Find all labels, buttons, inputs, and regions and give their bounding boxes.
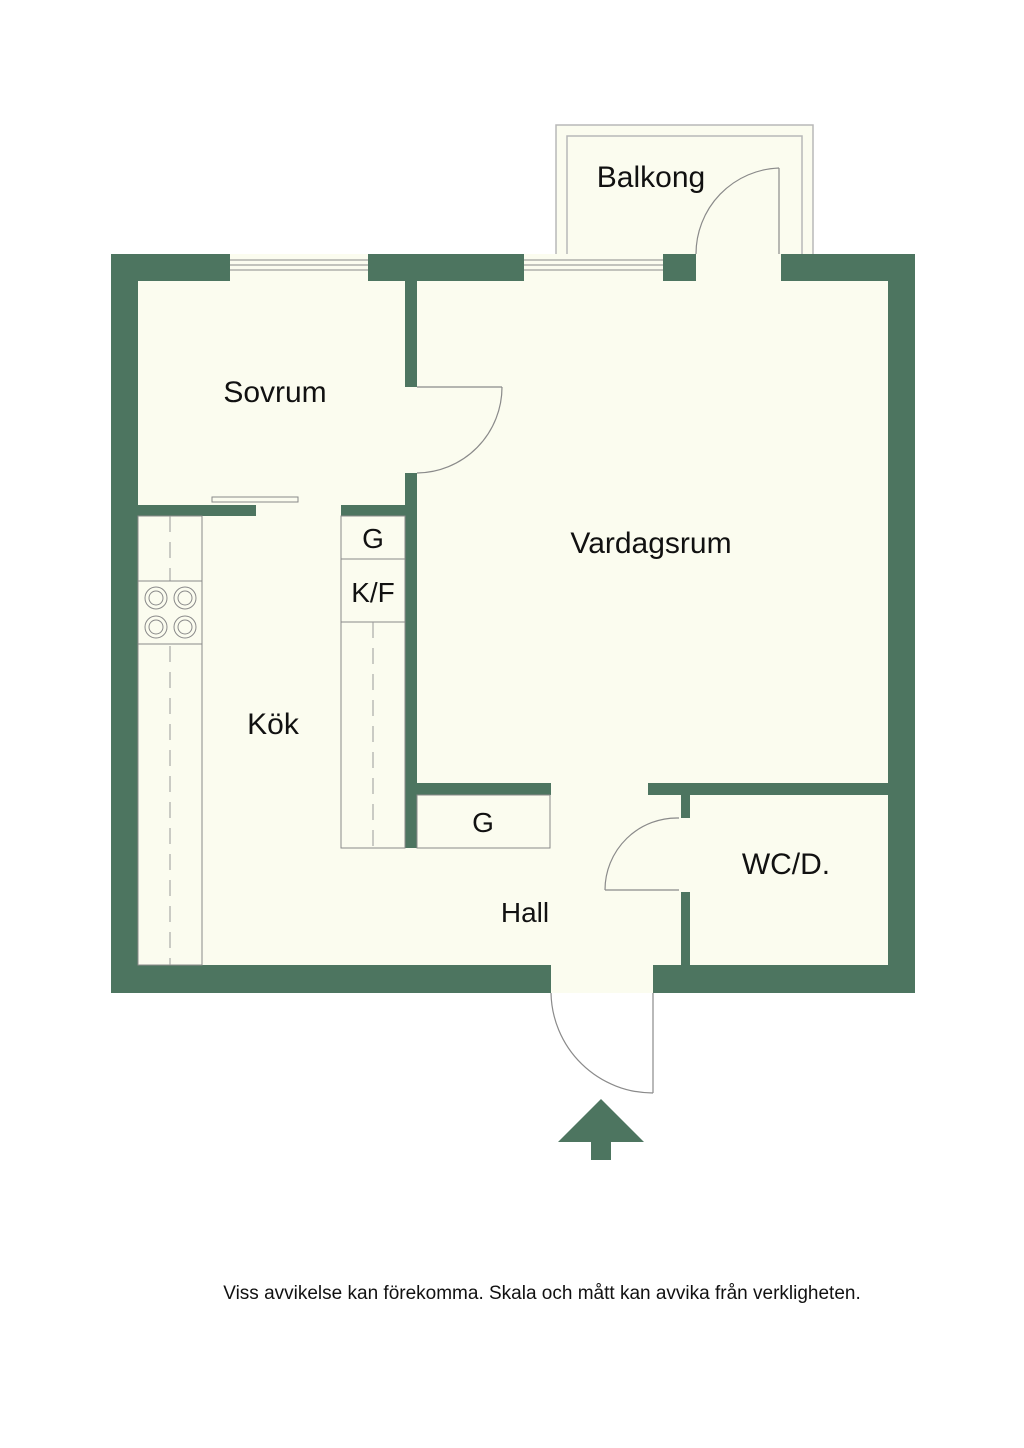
kitchen-counter-right (340, 515, 406, 849)
door-wc (604, 817, 680, 891)
balcony (555, 124, 814, 256)
room-label-sovrum: Sovrum (223, 376, 326, 409)
window-vardagsrum (524, 254, 663, 281)
fridge-freezer-box (340, 558, 406, 623)
fixture-label-fridge-freezer: K/F (351, 577, 395, 608)
room-label-kok: Kök (247, 708, 300, 741)
door-entrance (550, 992, 654, 1094)
room-label-balkong: Balkong (597, 161, 705, 194)
walls (111, 254, 915, 993)
window-sovrum (230, 254, 368, 281)
door-sovrum-slider (211, 496, 299, 503)
wardrobe-kitchen-box (340, 515, 406, 560)
room-label-wc: WC/D. (742, 848, 830, 881)
fixture-label-wardrobe-hall: G (472, 807, 494, 838)
wardrobe-hall-box (416, 794, 551, 849)
disclaimer: Viss avvikelse kan förekomma. Skala och … (223, 1283, 861, 1304)
windows (230, 254, 663, 281)
door-balkong (695, 167, 780, 255)
kitchen-counter-left (137, 515, 203, 966)
fixture-label-wardrobe-kitchen: G (362, 523, 384, 554)
door-sovrum (416, 386, 503, 474)
doors (211, 167, 780, 1094)
entrance-arrow-icon (558, 1099, 644, 1160)
room-label-vardagsrum: Vardagsrum (570, 527, 731, 560)
room-label-hall: Hall (501, 897, 549, 928)
stove-icon (137, 580, 203, 645)
